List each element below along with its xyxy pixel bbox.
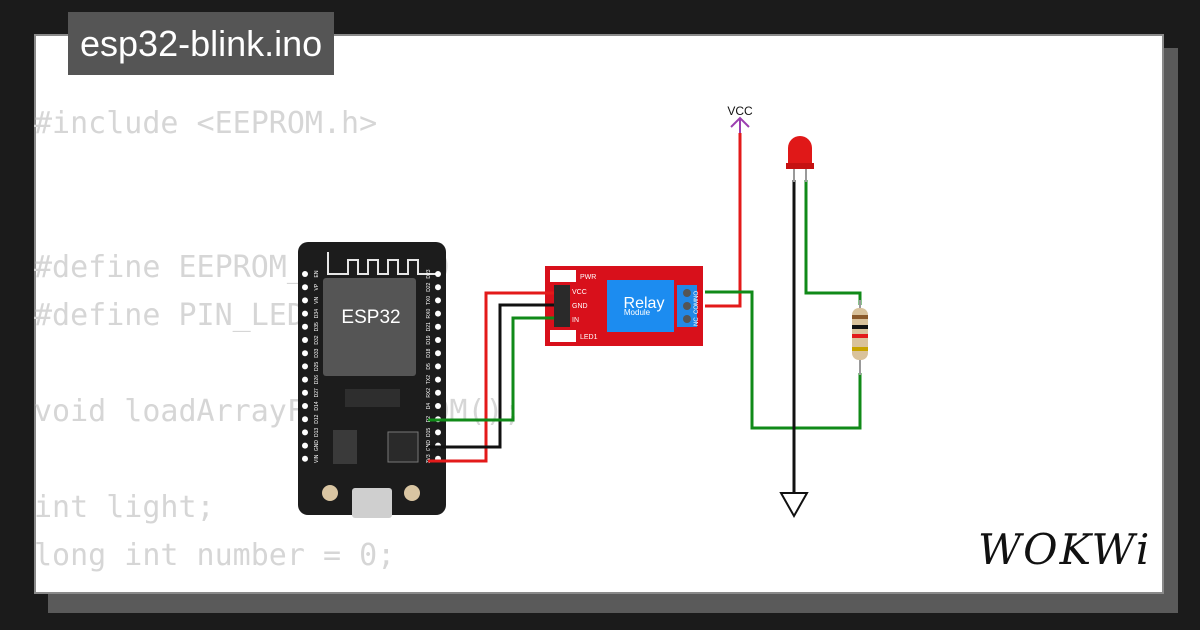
code-line: #define PIN_LED 2 xyxy=(34,298,342,333)
esp32-right-pin[interactable] xyxy=(435,297,441,304)
esp32-right-pin[interactable] xyxy=(435,323,441,330)
esp32-right-pin[interactable] xyxy=(435,310,441,317)
esp32-left-pin-label: D27 xyxy=(314,388,320,397)
esp32-left-pin[interactable] xyxy=(302,350,308,357)
esp32-left-pin-label: D32 xyxy=(314,335,320,344)
wire-gnd xyxy=(428,303,554,449)
esp32-right-pin-label: D23 xyxy=(426,269,432,278)
esp32-left-pin-label: D26 xyxy=(314,375,320,384)
relay-contact-com: COM xyxy=(694,300,700,314)
esp32-left-pin-label: GND xyxy=(314,440,320,452)
relay-pin-in: IN xyxy=(572,317,579,324)
wires xyxy=(428,133,862,492)
code-line: #include <EEPROM.h> xyxy=(34,106,378,141)
esp32-left-pin[interactable] xyxy=(302,376,308,383)
relay-title: Relay xyxy=(624,295,665,312)
esp32-right-pin[interactable] xyxy=(435,389,441,396)
resistor[interactable] xyxy=(852,300,868,375)
esp32-right-pin[interactable] xyxy=(435,363,441,370)
relay-pin-gnd: GND xyxy=(572,303,588,310)
wire-d2-in xyxy=(428,316,554,422)
esp32-right-pin-label: D4 xyxy=(426,403,432,410)
code-line: long int number = 0; xyxy=(34,538,396,573)
esp32-right-pin-label: D18 xyxy=(426,348,432,357)
esp32-left-pin[interactable] xyxy=(302,310,308,317)
esp32-left-pin-label: VP xyxy=(314,283,320,290)
esp32-right-pin-label: TX2 xyxy=(426,375,432,384)
red-led[interactable] xyxy=(786,136,814,182)
esp32-left-pin[interactable] xyxy=(302,389,308,396)
esp32-right-pin-label: D21 xyxy=(426,322,432,331)
wire-3v3-vcc xyxy=(428,291,554,463)
esp32-right-pin[interactable] xyxy=(435,284,441,291)
esp32-left-pin-label: D14 xyxy=(314,401,320,410)
esp32-left-pin[interactable] xyxy=(302,416,308,423)
esp32-board[interactable]: ESP32 ENVPVND34D35D32D33D25D26D27D14D12D… xyxy=(298,242,446,518)
esp32-right-pin[interactable] xyxy=(435,337,441,343)
esp32-right-pin-label: D15 xyxy=(426,428,432,437)
wire-relay-no xyxy=(705,290,862,430)
project-title[interactable]: esp32-blink.ino xyxy=(68,12,335,75)
esp32-left-pin[interactable] xyxy=(302,363,308,370)
vcc-symbol[interactable]: VCC xyxy=(727,104,753,133)
esp32-left-pin-label: D35 xyxy=(314,322,320,331)
esp32-right-pin-label: D19 xyxy=(426,335,432,344)
esp32-right-pin[interactable] xyxy=(435,376,441,383)
esp32-left-pin-label: D34 xyxy=(314,309,320,318)
esp32-left-pin[interactable] xyxy=(302,442,308,449)
wire-relay-vcc xyxy=(705,133,742,308)
esp32-right-pin-label: GND xyxy=(426,440,432,452)
esp32-left-pin[interactable] xyxy=(302,271,308,277)
relay-led-label: LED1 xyxy=(580,334,598,341)
esp32-right-pin-label: D22 xyxy=(426,282,432,291)
relay-pwr-label: PWR xyxy=(580,274,596,281)
relay-pin-vcc: VCC xyxy=(572,289,587,296)
esp32-right-pin[interactable] xyxy=(435,271,441,277)
esp32-right-pin-label: 3V3 xyxy=(426,454,432,463)
relay-subtitle: Module xyxy=(624,308,651,317)
wokwi-logo: WOKWi xyxy=(978,525,1152,574)
esp32-left-pin[interactable] xyxy=(302,337,308,343)
esp32-left-pin[interactable] xyxy=(302,403,308,409)
vcc-label: VCC xyxy=(727,104,753,118)
esp32-left-pin[interactable] xyxy=(302,323,308,330)
esp32-left-pin[interactable] xyxy=(302,297,308,304)
esp32-right-pin[interactable] xyxy=(435,403,441,409)
relay-module[interactable]: PWR LED1 VCC GND IN Relay Module NC COM … xyxy=(545,266,703,346)
esp32-right-pin-label: RX2 xyxy=(426,388,432,398)
esp32-left-pin[interactable] xyxy=(302,284,308,291)
esp32-label: ESP32 xyxy=(341,307,400,328)
esp32-right-pin-label: RX0 xyxy=(426,309,432,319)
code-line: int light; xyxy=(34,490,215,525)
esp32-left-pin[interactable] xyxy=(302,429,308,436)
esp32-right-pin-label: TX0 xyxy=(426,296,432,305)
wire-led-anode xyxy=(804,180,862,305)
esp32-left-pin-label: VN xyxy=(314,297,320,304)
relay-contact-no: NO xyxy=(694,291,700,300)
ground-symbol[interactable] xyxy=(779,492,809,519)
esp32-left-pin-label: VIN xyxy=(314,454,320,463)
esp32-left-pin-label: D33 xyxy=(314,348,320,357)
esp32-left-pin-label: D25 xyxy=(314,362,320,371)
esp32-left-pin[interactable] xyxy=(302,455,308,462)
esp32-left-pin-label: D12 xyxy=(314,414,320,423)
relay-contact-nc: NC xyxy=(694,317,700,326)
esp32-right-pin[interactable] xyxy=(435,429,441,436)
esp32-left-pin-label: EN xyxy=(314,270,320,277)
esp32-left-pin-label: D13 xyxy=(314,428,320,437)
esp32-right-pin[interactable] xyxy=(435,350,441,357)
esp32-right-pin-label: D5 xyxy=(426,363,432,370)
